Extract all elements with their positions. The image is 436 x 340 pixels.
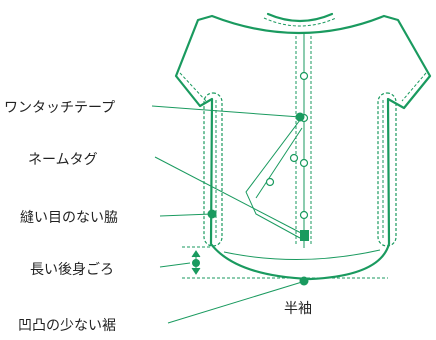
name-tag (300, 230, 309, 241)
side-seam-right (377, 92, 397, 247)
sleeve-stitch-right (401, 72, 427, 102)
snap-button (299, 210, 309, 220)
dot-even-hem (299, 276, 309, 286)
arrow-head-up (191, 250, 201, 258)
snap-button (289, 153, 299, 163)
dot-seamless-side (207, 209, 217, 219)
flap-inner (255, 127, 303, 199)
arrow-head-down (191, 267, 201, 275)
leader-even-hem (167, 281, 303, 324)
hem-inner (223, 249, 381, 261)
label-name-tag: ネームタグ (28, 152, 98, 168)
snap-button (265, 177, 275, 187)
label-seamless-side: 縫い目のない脇 (20, 210, 118, 226)
side-seam-left (203, 92, 223, 247)
neckline (266, 12, 334, 23)
sleeve-stitch-left (179, 72, 207, 102)
leader-long-back (159, 262, 191, 268)
dot-long-back (192, 259, 200, 267)
collar-stitch (263, 17, 337, 27)
snap-button (299, 71, 309, 81)
leader-seamless-side (159, 213, 213, 217)
label-short-sleeve: 半袖 (284, 301, 312, 317)
garment-outline (174, 14, 432, 281)
leader-name-tag (154, 156, 304, 235)
label-long-back: 長い後身ごろ (30, 262, 114, 278)
snap-button (299, 158, 309, 168)
leader-one-touch-tape (151, 105, 301, 118)
flap-open (245, 119, 301, 239)
label-one-touch-tape: ワンタッチテープ (4, 100, 116, 116)
label-even-hem: 凹凸の少ない裾 (18, 318, 116, 334)
dot-one-touch-tape (295, 112, 305, 122)
